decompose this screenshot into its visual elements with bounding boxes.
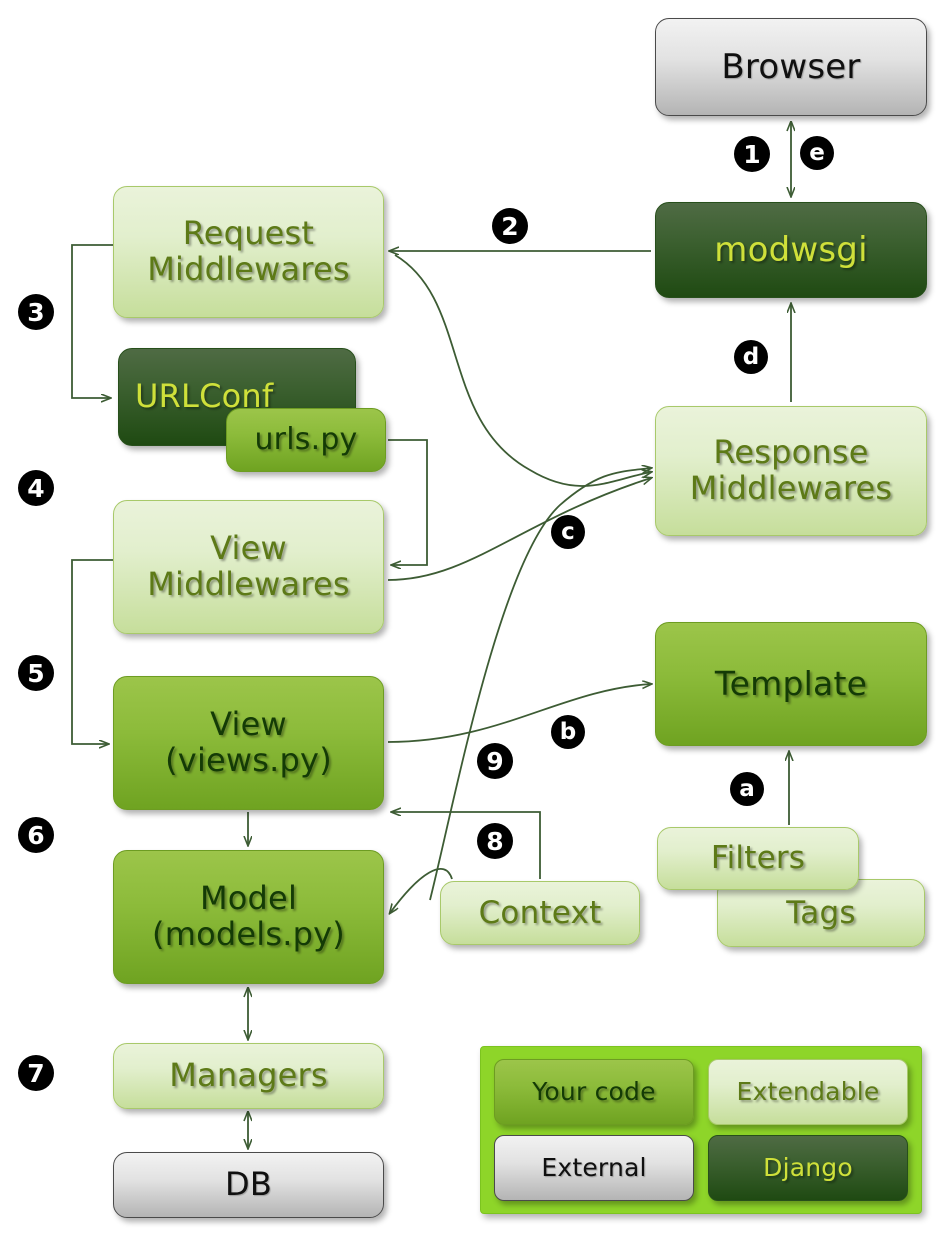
step-badge-5-label: 5 <box>27 658 45 688</box>
step-badge-a: a <box>730 772 764 806</box>
step-badge-4: 4 <box>18 470 54 506</box>
edge-urlspy-viewmw <box>388 439 428 565</box>
step-badge-9-label: 9 <box>486 746 504 776</box>
step-badge-7: 7 <box>18 1055 54 1091</box>
node-template-label: Template <box>714 663 868 703</box>
edge-lower-respmw <box>429 468 651 901</box>
node-tags[interactable]: Tags <box>717 879 925 947</box>
node-tags-label: Tags <box>786 894 856 931</box>
legend-panel: Your code Extendable External Django <box>480 1046 922 1214</box>
legend-item-extendable-label: Extendable <box>736 1077 880 1106</box>
node-view-middlewares-label: View Middlewares <box>147 529 350 603</box>
node-modwsgi[interactable]: modwsgi <box>655 202 927 298</box>
legend-item-django-label: Django <box>763 1153 853 1182</box>
legend-item-extendable: Extendable <box>708 1059 908 1125</box>
node-response-middlewares[interactable]: Response Middlewares <box>655 406 927 536</box>
step-badge-2-label: 2 <box>501 211 519 241</box>
node-browser[interactable]: Browser <box>655 18 927 116</box>
step-badge-1-label: 1 <box>743 139 761 169</box>
legend-grid: Your code Extendable External Django <box>494 1059 908 1201</box>
step-badge-8-label: 8 <box>486 826 504 856</box>
step-badge-8: 8 <box>477 823 513 859</box>
node-request-middlewares[interactable]: Request Middlewares <box>113 186 384 318</box>
node-context-label: Context <box>478 894 602 931</box>
step-badge-4-label: 4 <box>27 473 45 503</box>
node-managers[interactable]: Managers <box>113 1043 384 1109</box>
node-request-middlewares-label: Request Middlewares <box>147 214 350 288</box>
legend-item-your-code: Your code <box>494 1059 694 1125</box>
node-urls-py-label: urls.py <box>254 422 358 458</box>
node-urls-py[interactable]: urls.py <box>226 408 386 472</box>
step-badge-6: 6 <box>18 817 54 853</box>
step-badge-b-label: b <box>559 718 577 745</box>
edge-view-template <box>387 684 651 743</box>
node-urlconf-label: URLConf <box>135 377 274 416</box>
step-badge-3: 3 <box>18 294 54 330</box>
step-badge-6-label: 6 <box>27 820 45 850</box>
node-context[interactable]: Context <box>440 881 640 945</box>
node-managers-label: Managers <box>169 1056 328 1095</box>
edge-viewmw-respmw <box>387 478 651 581</box>
node-modwsgi-label: modwsgi <box>714 229 868 270</box>
step-badge-9: 9 <box>477 743 513 779</box>
step-badge-e-label: e <box>809 139 825 166</box>
node-db-label: DB <box>225 1165 272 1204</box>
node-template[interactable]: Template <box>655 622 927 746</box>
edge-viewmw-view <box>71 559 113 744</box>
node-model[interactable]: Model (models.py) <box>113 850 384 984</box>
legend-item-external: External <box>494 1135 694 1201</box>
node-view-middlewares[interactable]: View Middlewares <box>113 500 384 634</box>
step-badge-2: 2 <box>492 208 528 244</box>
node-view-label: View (views.py) <box>165 705 332 779</box>
step-badge-3-label: 3 <box>27 297 45 327</box>
step-badge-c-label: c <box>561 518 575 545</box>
node-db[interactable]: DB <box>113 1152 384 1218</box>
step-badge-a-label: a <box>739 775 755 802</box>
node-filters-label: Filters <box>710 840 806 877</box>
legend-item-external-label: External <box>541 1153 647 1182</box>
step-badge-5: 5 <box>18 655 54 691</box>
node-browser-label: Browser <box>721 46 861 87</box>
node-response-middlewares-label: Response Middlewares <box>689 433 893 507</box>
edge-reqmw-urlconf <box>71 244 113 398</box>
step-badge-d-label: d <box>742 343 760 370</box>
legend-item-django: Django <box>708 1135 908 1201</box>
step-badge-d: d <box>734 340 768 374</box>
node-filters[interactable]: Filters <box>657 827 859 890</box>
step-badge-b: b <box>551 715 585 749</box>
edge-context-view <box>392 812 541 879</box>
step-badge-1: 1 <box>734 136 770 172</box>
step-badge-7-label: 7 <box>27 1058 45 1088</box>
step-badge-e: e <box>800 136 834 170</box>
step-badge-c: c <box>551 515 585 549</box>
edge-view-respmw <box>394 254 651 487</box>
node-model-label: Model (models.py) <box>152 879 345 953</box>
node-view[interactable]: View (views.py) <box>113 676 384 810</box>
legend-item-your-code-label: Your code <box>532 1077 656 1106</box>
